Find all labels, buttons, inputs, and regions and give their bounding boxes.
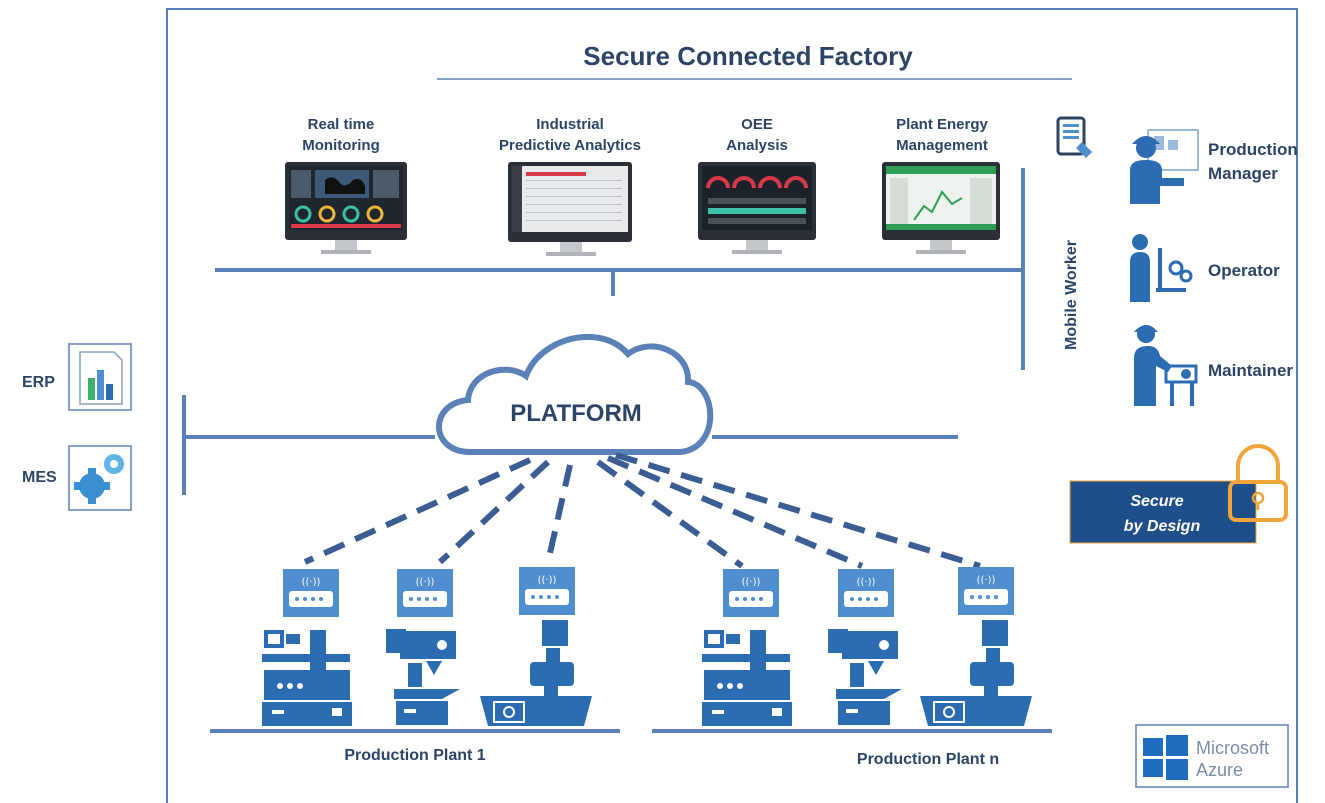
microsoft-azure-logo: Microsoft Azure bbox=[1135, 724, 1289, 788]
tablet-icon bbox=[1056, 116, 1092, 158]
svg-text:Real time: Real time bbox=[308, 116, 375, 133]
router-icon: ((·)) bbox=[958, 567, 1014, 615]
erp-icon bbox=[68, 343, 132, 411]
monitor-icon bbox=[698, 162, 816, 254]
mobile-worker-label: Mobile Worker bbox=[1063, 240, 1080, 350]
connection-line bbox=[606, 455, 864, 569]
app-real-time-monitoring: Real time Monitoring bbox=[302, 116, 379, 154]
svg-text:Plant Energy: Plant Energy bbox=[896, 116, 988, 133]
svg-text:Analysis: Analysis bbox=[726, 137, 788, 154]
svg-text:((·)): ((·)) bbox=[977, 575, 996, 586]
monitor-icon bbox=[882, 162, 1000, 254]
svg-text:((·)): ((·)) bbox=[416, 577, 435, 588]
plant-n-label: Production Plant n bbox=[857, 751, 999, 768]
svg-text:Predictive Analytics: Predictive Analytics bbox=[499, 137, 641, 154]
app-plant-energy-management: Plant Energy Management bbox=[896, 116, 988, 154]
router-icon: ((·)) bbox=[519, 567, 575, 615]
plant-1-label: Production Plant 1 bbox=[344, 747, 485, 764]
svg-text:Industrial: Industrial bbox=[536, 116, 604, 133]
platform-cloud-icon bbox=[436, 333, 714, 455]
router-icon: ((·)) bbox=[838, 569, 894, 617]
connection-line bbox=[303, 457, 532, 565]
svg-text:((·)): ((·)) bbox=[742, 577, 761, 588]
router-icon: ((·)) bbox=[723, 569, 779, 617]
svg-text:((·)): ((·)) bbox=[302, 577, 321, 588]
erp-label: ERP bbox=[22, 374, 55, 391]
connection-line bbox=[596, 459, 744, 569]
svg-text:Microsoft: Microsoft bbox=[1196, 738, 1269, 758]
role-production-manager-line2: Manager bbox=[1208, 164, 1278, 183]
role-operator: Operator bbox=[1208, 261, 1280, 280]
mes-gears-icon bbox=[68, 445, 132, 511]
svg-text:Management: Management bbox=[896, 137, 988, 154]
secure-label-line1: Secure bbox=[1130, 493, 1183, 510]
svg-text:OEE: OEE bbox=[741, 116, 773, 133]
connection-line bbox=[615, 452, 981, 569]
monitor-icon bbox=[285, 162, 407, 254]
svg-text:Monitoring: Monitoring bbox=[302, 137, 379, 154]
role-maintainer: Maintainer bbox=[1208, 361, 1293, 380]
page-title: Secure Connected Factory bbox=[583, 41, 913, 71]
secure-label-line2: by Design bbox=[1124, 518, 1201, 535]
maintainer-icon bbox=[1134, 325, 1198, 406]
cnc-machine-icon bbox=[262, 630, 352, 726]
monitor-icon bbox=[508, 162, 632, 256]
lathe-machine-icon bbox=[920, 620, 1032, 726]
platform-label: PLATFORM bbox=[510, 400, 642, 427]
app-oee-analysis: OEE Analysis bbox=[726, 116, 788, 154]
drill-press-icon bbox=[828, 629, 902, 725]
router-icon: ((·)) bbox=[397, 569, 453, 617]
secure-by-design-box bbox=[1069, 480, 1257, 544]
svg-text:((·)): ((·)) bbox=[857, 577, 876, 588]
lathe-machine-icon bbox=[480, 620, 592, 726]
lock-icon bbox=[1228, 444, 1288, 522]
operator-icon bbox=[1130, 234, 1193, 302]
production-manager-icon bbox=[1130, 129, 1199, 204]
connection-line bbox=[437, 459, 551, 565]
router-icon: ((·)) bbox=[283, 569, 339, 617]
role-production-manager: Production bbox=[1208, 140, 1298, 159]
drill-press-icon bbox=[386, 629, 460, 725]
connection-line bbox=[545, 464, 573, 563]
app-predictive-analytics: Industrial Predictive Analytics bbox=[499, 116, 641, 154]
svg-text:((·)): ((·)) bbox=[538, 575, 557, 586]
mes-label: MES bbox=[22, 469, 57, 486]
factory-frame bbox=[166, 8, 1298, 803]
svg-text:Azure: Azure bbox=[1196, 760, 1243, 780]
cnc-machine-icon bbox=[702, 630, 792, 726]
